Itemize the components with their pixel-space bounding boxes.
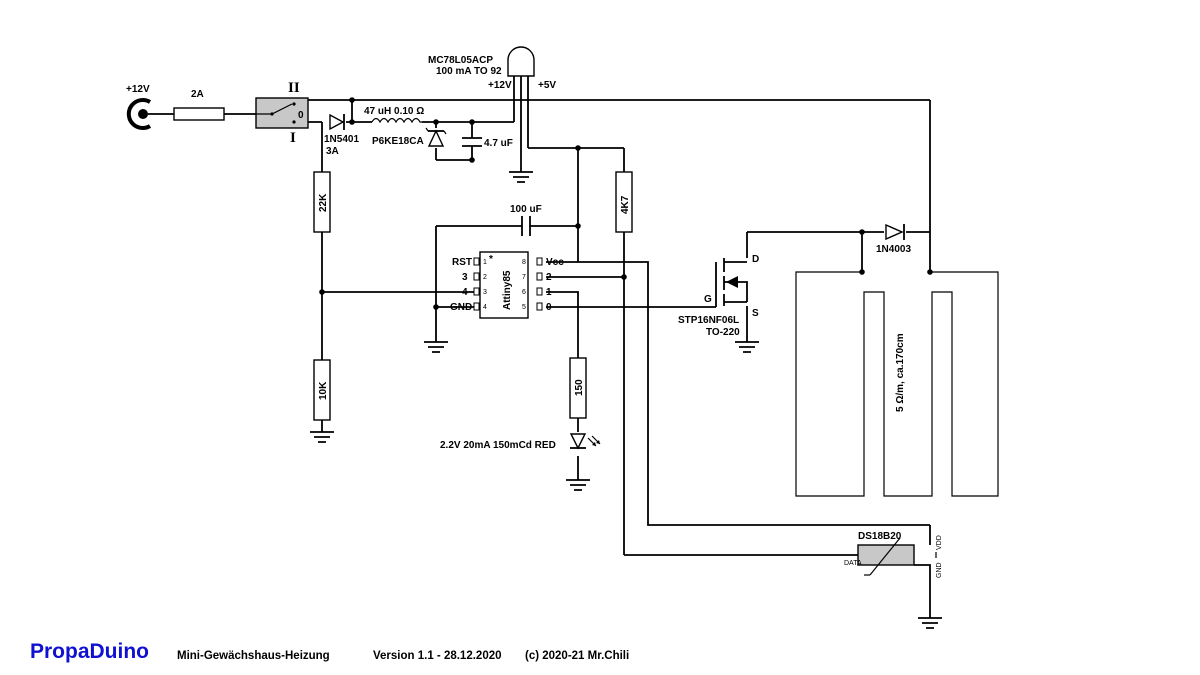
- mcu-pin-number-7: 7: [522, 274, 526, 281]
- wires: [148, 76, 931, 618]
- mosfet-symbol: [715, 258, 748, 307]
- cap-big-label: 100 uF: [510, 204, 542, 215]
- cap-big: [521, 216, 531, 236]
- supply-label: +12V: [126, 84, 150, 95]
- regulator-out-label: +5V: [538, 80, 556, 91]
- resistor-10k: [313, 359, 331, 421]
- regulator-symbol: [507, 46, 535, 77]
- diode1-rating-label: 3A: [326, 146, 339, 157]
- project-subtitle: Mini-Gewächshaus-Heizung: [177, 650, 330, 662]
- tvs-label: P6KE18CA: [372, 136, 424, 147]
- mosfet-source-label: S: [752, 308, 759, 319]
- mcu-pin-rst: RST: [452, 257, 472, 268]
- cap-small-label: 4.7 uF: [484, 138, 513, 149]
- diode2-label: 1N4003: [876, 244, 911, 255]
- sensor-label: DS18B20: [858, 531, 902, 542]
- ds18b20-sensor: [857, 537, 915, 576]
- heater-trace: [795, 271, 999, 497]
- mcu-pin-1: 1: [546, 287, 552, 298]
- mcu-label: Attiny85: [502, 270, 513, 310]
- r-bottom-label: 10K: [318, 381, 329, 400]
- resistor-22k: [313, 171, 331, 233]
- sensor-data-label: DATA: [844, 560, 862, 567]
- attiny85-chip: [473, 251, 543, 319]
- cap-small: [462, 137, 482, 147]
- r-led-label: 150: [574, 379, 585, 396]
- mosfet-package-label: TO-220: [706, 327, 740, 338]
- r-top-label: 22K: [318, 193, 329, 212]
- mcu-pin-number-1: 1: [483, 259, 487, 266]
- resistor-150: [569, 357, 587, 419]
- mosfet-label: STP16NF06L: [678, 315, 739, 326]
- mcu-pin-number-4: 4: [483, 304, 487, 311]
- dc-jack: [126, 98, 152, 130]
- diode1-label: 1N5401: [324, 134, 359, 145]
- regulator-label: MC78L05ACP: [428, 55, 493, 66]
- resistor-4k7: [615, 171, 633, 233]
- mcu-pin-number-6: 6: [522, 289, 526, 296]
- mosfet-gate-label: G: [704, 294, 712, 305]
- regulator-spec-label: 100 mA TO 92: [436, 66, 502, 77]
- sensor-gnd-label: GND: [936, 562, 943, 578]
- mcu-pin-vcc: Vcc: [546, 257, 564, 268]
- inductor-label: 47 uH 0.10 Ω: [364, 106, 424, 117]
- diode-1n5401: [329, 113, 345, 131]
- diode-1n4003: [885, 223, 905, 241]
- mcu-pin-number-3: 3: [483, 289, 487, 296]
- junctions: [319, 97, 933, 310]
- switch-zero-label: 0: [298, 110, 304, 121]
- mcu-pin-4: 4: [462, 287, 468, 298]
- power-switch: [255, 97, 309, 129]
- mcu-pin1-marker: *: [489, 254, 493, 265]
- switch-on-label: II: [288, 80, 300, 96]
- fuse-symbol: [173, 107, 225, 121]
- mcu-pin-number-5: 5: [522, 304, 526, 311]
- copyright-text: (c) 2020-21 Mr.Chili: [525, 650, 630, 662]
- heater-label: 5 Ω/m, ca.170cm: [895, 333, 906, 412]
- mcu-pin-0: 0: [546, 302, 552, 313]
- fuse-label: 2A: [191, 89, 204, 100]
- mcu-pin-3: 3: [462, 272, 468, 283]
- ground-symbols: [310, 171, 942, 629]
- tvs-diode: [425, 127, 447, 147]
- brand-title: PropaDuino: [30, 640, 149, 663]
- regulator-in-label: +12V: [488, 80, 512, 91]
- inductor-symbol: [371, 117, 422, 124]
- mosfet-drain-label: D: [752, 254, 759, 265]
- led-label: 2.2V 20mA 150mCd RED: [440, 440, 556, 451]
- mcu-pin-number-2: 2: [483, 274, 487, 281]
- mcu-pin-gnd: GND: [450, 302, 472, 313]
- switch-off-label: I: [290, 130, 296, 146]
- r-pullup-label: 4K7: [620, 195, 631, 214]
- mcu-pin-number-8: 8: [522, 259, 526, 266]
- led-symbol: [569, 433, 601, 450]
- mcu-pin-2: 2: [546, 272, 552, 283]
- version-text: Version 1.1 - 28.12.2020: [373, 650, 502, 662]
- sensor-vdd-label: VDD: [936, 535, 943, 550]
